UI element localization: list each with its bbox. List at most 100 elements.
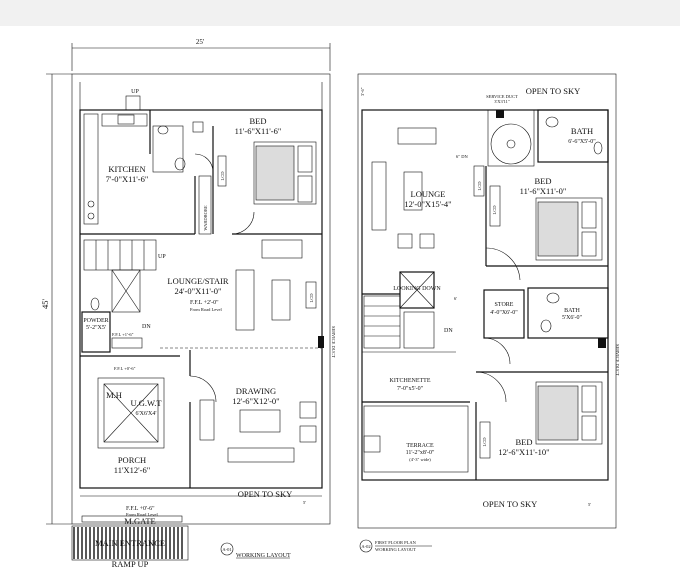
sink-icon <box>117 114 135 125</box>
ground-title-bubble <box>220 542 234 556</box>
lounge-size: 24'-0"X11'-0" <box>175 286 222 296</box>
first-top-dim: 3'-6" <box>360 87 365 96</box>
svg-text:3'X3'11": 3'X3'11" <box>494 99 510 104</box>
terrace-seat <box>363 435 381 453</box>
overall-width-label: 25' <box>196 38 204 46</box>
first-bed2-furniture <box>535 381 603 445</box>
service-shaft <box>487 109 535 167</box>
first-subtitle: WORKING LAYOUT <box>375 547 416 552</box>
mh-label: M.H <box>106 390 122 400</box>
first-open-to-sky-top: OPEN TO SKY <box>526 86 580 96</box>
svg-text:SERVICE DUCT: SERVICE DUCT <box>331 326 336 358</box>
first-bath2-size: 5'X6'-0" <box>562 315 582 321</box>
first-bath2-label: BATH <box>564 308 580 314</box>
first-title-tag: A-02 <box>361 544 370 549</box>
terrace-size: 11'-2"x8'-0" <box>406 450 435 456</box>
svg-text:LOOKING DOWN: LOOKING DOWN <box>393 286 441 292</box>
lounge-sofa <box>261 239 303 259</box>
first-title: FIRST FLOOR PLAN <box>375 540 417 545</box>
main-gate-label: M.GATE <box>124 516 155 526</box>
svg-text:DN: DN <box>142 324 151 330</box>
ugwt-size: 6'X6'X4' <box>136 411 157 417</box>
store-label: STORE <box>495 302 514 308</box>
svg-text:LCD: LCD <box>220 171 225 181</box>
svg-text:F.F.L +2'-0": F.F.L +2'-0" <box>190 300 219 306</box>
first-lounge-table <box>403 171 423 211</box>
first-stair <box>363 295 401 349</box>
ground-open-to-sky: OPEN TO SKY <box>238 489 292 499</box>
first-bed1-furniture <box>535 197 603 261</box>
ground-bed-furniture <box>253 141 317 205</box>
svg-text:LCD: LCD <box>482 437 487 447</box>
ugwt-label: U.G.W.T <box>130 398 162 408</box>
ground-title-tag: A-01 <box>222 547 231 552</box>
store-size: 4'-0"X6'-0" <box>490 310 518 316</box>
svg-text:(4'-3" wide): (4'-3" wide) <box>409 457 431 462</box>
first-lounge-label: LOUNGE <box>411 189 446 199</box>
lounge-sofa-left <box>235 269 255 331</box>
bed-size: 11'-6"X11'-6" <box>235 126 282 136</box>
ground-floor-plan: 25' 45' UP KITCHEN 7'-0"X11'-6" WARDROBE <box>40 38 336 569</box>
first-open-to-sky-bottom: OPEN TO SKY <box>483 499 537 509</box>
image-top-band <box>0 0 680 26</box>
wardrobe <box>198 175 212 235</box>
svg-text:5': 5' <box>303 500 306 505</box>
svg-text:WARDROBE: WARDROBE <box>203 205 208 231</box>
ground-bath <box>152 125 184 173</box>
kitchen-label: KITCHEN <box>108 164 145 174</box>
first-plot-boundary <box>357 73 617 529</box>
bed-label: BED <box>250 116 267 126</box>
first-bed1-label: BED <box>535 176 552 186</box>
lounge-table <box>271 279 291 321</box>
overall-depth-label: 45' <box>40 299 50 310</box>
svg-text:SERVICE DUCT: SERVICE DUCT <box>615 344 620 376</box>
porch-size: 11'X12'-6" <box>114 465 150 475</box>
entrance-ramp <box>71 525 189 561</box>
svg-text:From Road Level: From Road Level <box>190 307 222 312</box>
svg-text:5': 5' <box>588 502 591 507</box>
first-bed1-size: 11'-6"X11'-0" <box>520 186 567 196</box>
first-bed2-label: BED <box>516 437 533 447</box>
svg-text:F.F.L +0'-6": F.F.L +0'-6" <box>126 506 155 512</box>
first-bath2 <box>527 287 609 339</box>
toilet-icon <box>174 157 186 171</box>
looking-down-void <box>399 271 435 309</box>
svg-text:LCD: LCD <box>492 205 497 215</box>
plot-boundary <box>71 73 331 525</box>
ground-title: WORKING LAYOUT <box>236 553 291 559</box>
first-lounge-size: 12'-0"X15'-4" <box>404 199 451 209</box>
svg-text:LCD: LCD <box>309 293 314 303</box>
ugwt-tank <box>97 377 165 449</box>
drawing-table <box>239 409 281 433</box>
svg-text:DN: DN <box>444 328 453 334</box>
svg-text:6': 6' <box>454 296 457 301</box>
svg-text:F.F.L +1'-6": F.F.L +1'-6" <box>112 332 134 337</box>
svg-text:SERVICE DUCT: SERVICE DUCT <box>486 94 518 99</box>
svg-text:F.F.L +0'-6": F.F.L +0'-6" <box>114 366 136 371</box>
store-room <box>483 289 525 339</box>
ground-outer-walls <box>79 109 323 489</box>
svg-text:LCD: LCD <box>477 181 482 191</box>
first-bath <box>537 109 609 163</box>
drawing-size: 12'-6"X12'-0" <box>232 396 279 406</box>
first-floor-plan: 3'-6" OPEN TO SKY SERVICE DUCT 3'X3'11" … <box>357 73 620 553</box>
main-entrance-label: MAIN ENTRANCE <box>95 538 165 548</box>
porch-label: PORCH <box>118 455 146 465</box>
drawing-sofa-bottom <box>227 447 295 463</box>
svg-text:6" DN: 6" DN <box>456 154 468 159</box>
first-title-bubble <box>359 539 373 553</box>
first-bath-size: 6'-6"X5'-0" <box>568 139 596 145</box>
first-bed2-size: 12'-6"X11'-10" <box>498 447 549 457</box>
kitchen-counter <box>83 113 99 225</box>
drawing-sofa <box>199 399 215 441</box>
stove-icon <box>87 200 95 208</box>
first-bath-label: BATH <box>571 126 593 136</box>
terrace-label: TERRACE <box>406 443 434 449</box>
svg-text:From Road Level: From Road Level <box>126 512 158 517</box>
kitchenette-label: KITCHENETTE <box>390 378 431 384</box>
floor-plans-drawing: 25' 45' UP KITCHEN 7'-0"X11'-6" WARDROBE <box>40 38 620 569</box>
service-duct-marker <box>318 336 324 348</box>
kitchen-size: 7'-0"X11'-6" <box>106 174 149 184</box>
kitchenette-size: 7'-0"x5'-0" <box>397 386 424 392</box>
powder-room <box>81 311 111 353</box>
